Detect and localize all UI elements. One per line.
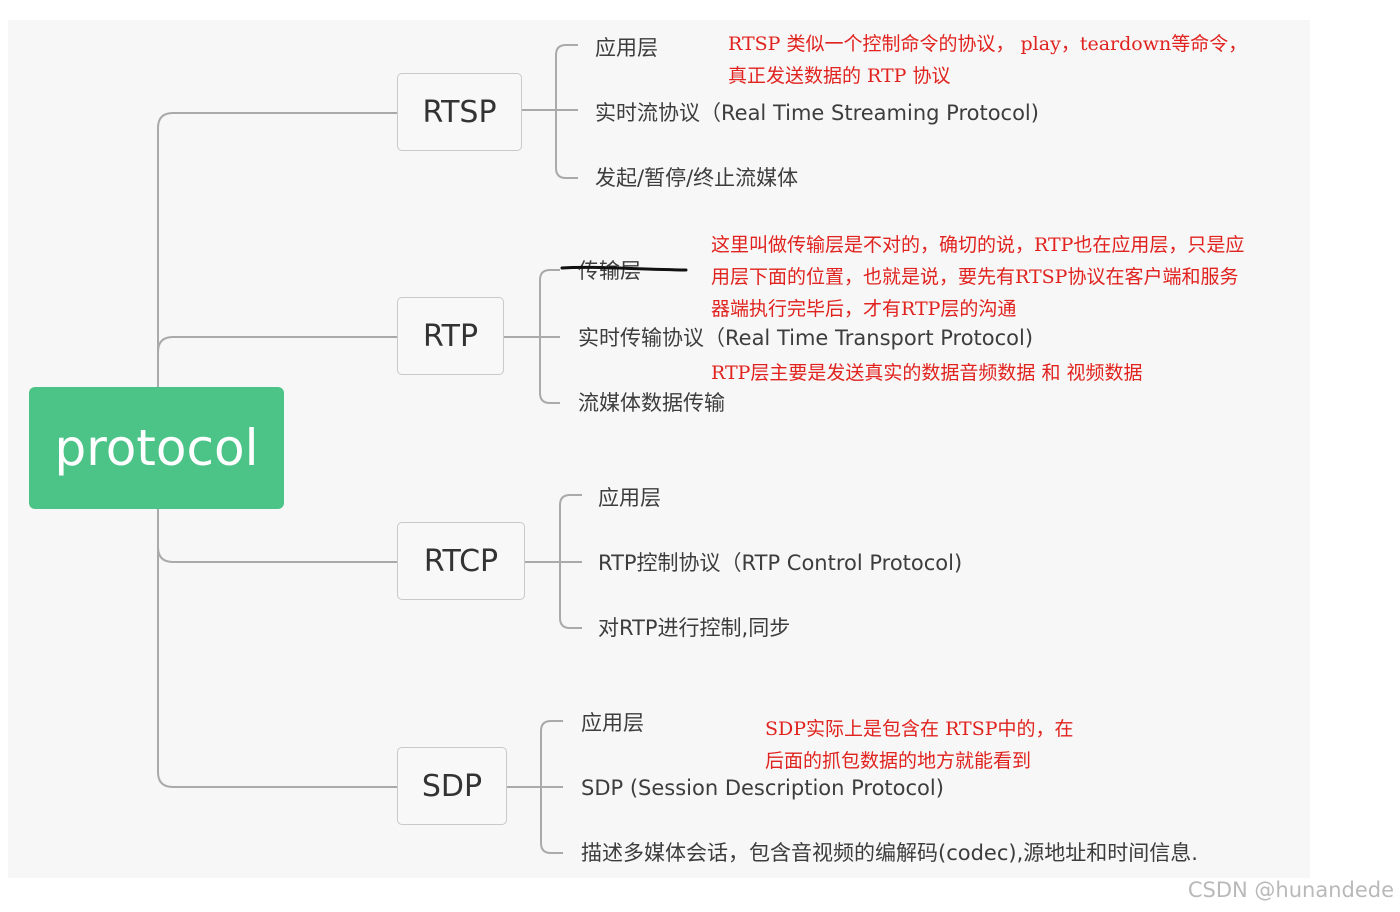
rtcp-leaf-fullname[interactable]: RTP控制协议（RTP Control Protocol) [598,551,963,575]
rtsp-leaf-fullname[interactable]: 实时流协议（Real Time Streaming Protocol) [595,101,1039,125]
rtp-data-note: RTP层主要是发送真实的数据音频数据 和 视频数据 [711,357,1143,389]
rtp-leaf-layer[interactable]: 传输层 [578,259,641,283]
rtp-layer-note-line: 用层下面的位置，也就是说，要先有RTSP协议在客户端和服务 [711,266,1239,288]
rtp-layer-note-line: 这里叫做传输层是不对的，确切的说，RTP也在应用层，只是应 [711,234,1245,256]
sdp-leaf-layer[interactable]: 应用层 [581,711,644,735]
rtcp-bracket [525,494,582,629]
rtp-layer-note-line: 器端执行完毕后，才有RTP层的沟通 [711,298,1017,320]
rtp-leaf-fullname[interactable]: 实时传输协议（Real Time Transport Protocol) [578,326,1034,350]
watermark: CSDN @hunandede [1187,878,1394,902]
rtp-data-note-line: RTP层主要是发送真实的数据音频数据 和 视频数据 [711,362,1143,384]
sdp-note-line: 后面的抓包数据的地方就能看到 [765,750,1032,772]
strikethrough-mark [560,265,688,272]
rtcp-leaf-layer[interactable]: 应用层 [598,486,661,510]
sdp-leaf-fullname[interactable]: SDP (Session Description Protocol) [581,776,944,800]
trunk-connector-sdp [157,509,398,788]
node-rtsp[interactable]: RTSP [397,73,522,151]
node-rtp[interactable]: RTP [397,297,504,375]
rtsp-note-line: RTSP 类似一个控制命令的协议， play，teardown等命令， [728,33,1248,55]
node-rtcp[interactable]: RTCP [397,522,525,600]
node-sdp[interactable]: SDP [397,747,507,825]
rtsp-leaf-layer[interactable]: 应用层 [595,36,658,60]
rtp-layer-note: 这里叫做传输层是不对的，确切的说，RTP也在应用层，只是应 用层下面的位置，也就… [711,229,1244,325]
root-node-protocol[interactable]: protocol [29,387,284,509]
trunk-connector-rtcp [157,509,398,563]
trunk-connector-rtp [157,336,398,387]
sdp-note-line: SDP实际上是包含在 RTSP中的，在 [765,718,1074,740]
rtsp-bracket [522,44,578,179]
trunk-connector [157,112,398,387]
rtsp-leaf-function[interactable]: 发起/暂停/终止流媒体 [595,166,799,190]
sdp-leaf-function[interactable]: 描述多媒体会话，包含音视频的编解码(codec),源地址和时间信息. [581,841,1198,865]
rtp-leaf-function[interactable]: 流媒体数据传输 [578,391,725,415]
rtcp-leaf-function[interactable]: 对RTP进行控制,同步 [598,616,791,640]
rtsp-note: RTSP 类似一个控制命令的协议， play，teardown等命令， 真正发送… [728,28,1247,92]
sdp-note: SDP实际上是包含在 RTSP中的，在 后面的抓包数据的地方就能看到 [765,713,1074,777]
rtsp-note-line: 真正发送数据的 RTP 协议 [728,65,951,87]
sdp-bracket [507,720,563,854]
rtp-bracket [504,269,560,404]
